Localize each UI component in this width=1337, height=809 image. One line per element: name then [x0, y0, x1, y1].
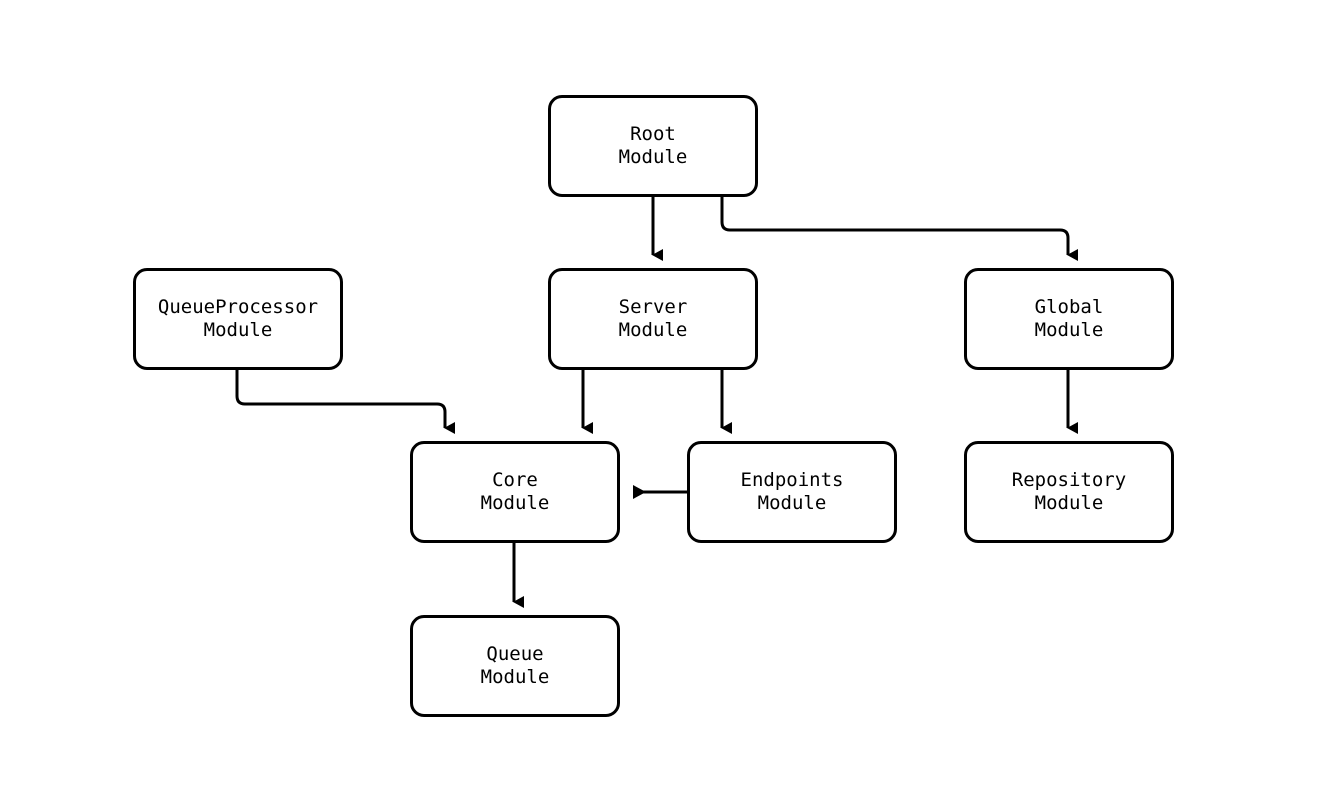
node-server-module-line1: Server [618, 296, 688, 318]
node-queueprocessor-module[interactable]: QueueProcessor Module [133, 268, 343, 370]
node-endpoints-module-line2: Module [757, 492, 827, 514]
node-core-module-line2: Module [480, 492, 550, 514]
node-server-module[interactable]: Server Module [548, 268, 758, 370]
node-root-module-line2: Module [618, 146, 688, 168]
node-repository-module-line1: Repository [1011, 469, 1127, 491]
node-repository-module-line2: Module [1034, 492, 1104, 514]
node-endpoints-module-line1: Endpoints [740, 469, 844, 491]
node-repository-module[interactable]: Repository Module [964, 441, 1174, 543]
node-endpoints-module[interactable]: Endpoints Module [687, 441, 897, 543]
node-core-module[interactable]: Core Module [410, 441, 620, 543]
node-queue-module[interactable]: Queue Module [410, 615, 620, 717]
node-queueprocessor-module-line2: Module [203, 319, 273, 341]
node-global-module[interactable]: Global Module [964, 268, 1174, 370]
node-queueprocessor-module-line1: QueueProcessor [157, 296, 319, 318]
node-server-module-line2: Module [618, 319, 688, 341]
node-core-module-line1: Core [492, 469, 538, 491]
node-global-module-line1: Global [1034, 296, 1104, 318]
node-root-module[interactable]: Root Module [548, 95, 758, 197]
node-global-module-line2: Module [1034, 319, 1104, 341]
node-queue-module-line2: Module [480, 666, 550, 688]
edge-root-to-global [720, 197, 1078, 261]
node-root-module-line1: Root [630, 123, 676, 145]
edge-queueprocessor-to-core [235, 370, 455, 434]
node-queue-module-line1: Queue [486, 643, 544, 665]
